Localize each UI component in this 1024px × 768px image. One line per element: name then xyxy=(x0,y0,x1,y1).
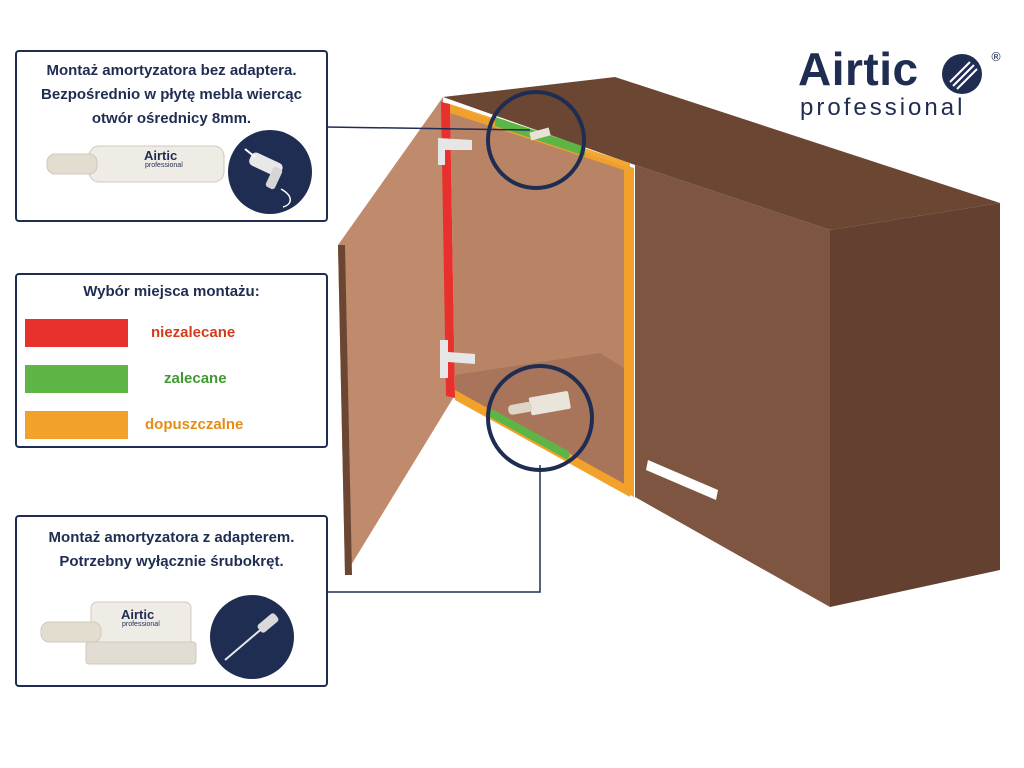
zone-red xyxy=(441,102,455,398)
damper-top xyxy=(529,127,551,141)
legend-swatch-red xyxy=(25,319,128,347)
drill-icon xyxy=(228,130,312,214)
adapter-product-label: Airtic xyxy=(121,607,155,622)
adapter-product-image xyxy=(40,601,197,665)
callout-with-adapter: Montaż amortyzatora z adapterem. Potrzeb… xyxy=(15,515,328,687)
legend-title: Wybór miejsca montażu: xyxy=(83,283,260,300)
damper-product-sub: professional xyxy=(145,162,183,169)
legend-label-green: zalecane xyxy=(164,370,227,387)
callout-top-line1: Montaż amortyzatora bez adaptera. xyxy=(46,62,297,79)
hinge-top xyxy=(438,138,472,165)
zone-green-bottom xyxy=(488,408,570,460)
legend-label-orange: dopuszczalne xyxy=(145,416,244,433)
brand-logo-icon xyxy=(942,54,982,94)
brand-logo-name: Airtic xyxy=(798,43,919,95)
highlight-circle-top xyxy=(486,90,586,190)
brand-logo-subtitle: professional xyxy=(800,94,966,121)
cabinet-door xyxy=(338,97,455,575)
door-handle-slot xyxy=(646,460,718,500)
leader-line-bottom xyxy=(326,465,541,593)
cabinet-side xyxy=(830,203,1000,607)
callout-top-line2: Bezpośrednio w płytę mebla wiercąc xyxy=(41,86,302,103)
adapter-product-sub: professional xyxy=(122,621,160,628)
damper-product-label: Airtic xyxy=(144,148,178,163)
cabinet-front xyxy=(635,165,830,607)
damper-product-image xyxy=(46,145,225,183)
damper-bottom xyxy=(508,391,571,416)
legend-label-red: niezalecane xyxy=(151,324,236,341)
legend-swatch-green xyxy=(25,365,128,393)
callout-no-adapter: Montaż amortyzatora bez adaptera. Bezpoś… xyxy=(15,50,328,222)
callout-top-line3: otwór ośrednicy 8mm. xyxy=(91,110,252,127)
cabinet-door-edge xyxy=(338,245,352,575)
legend-box: Wybór miejsca montażu: niezalecane zalec… xyxy=(15,273,328,448)
hinge-bottom xyxy=(440,340,475,378)
legend-swatch-orange xyxy=(25,411,128,439)
callout-bottom-line2: Potrzebny wyłącznie śrubokręt. xyxy=(59,553,284,570)
zone-orange-right xyxy=(624,165,634,497)
leader-line-top xyxy=(325,126,531,131)
screwdriver-icon xyxy=(210,595,294,679)
cabinet-top xyxy=(443,77,1000,230)
callout-bottom-line1: Montaż amortyzatora z adapterem. xyxy=(48,529,295,546)
registered-mark: ® xyxy=(990,50,1002,64)
